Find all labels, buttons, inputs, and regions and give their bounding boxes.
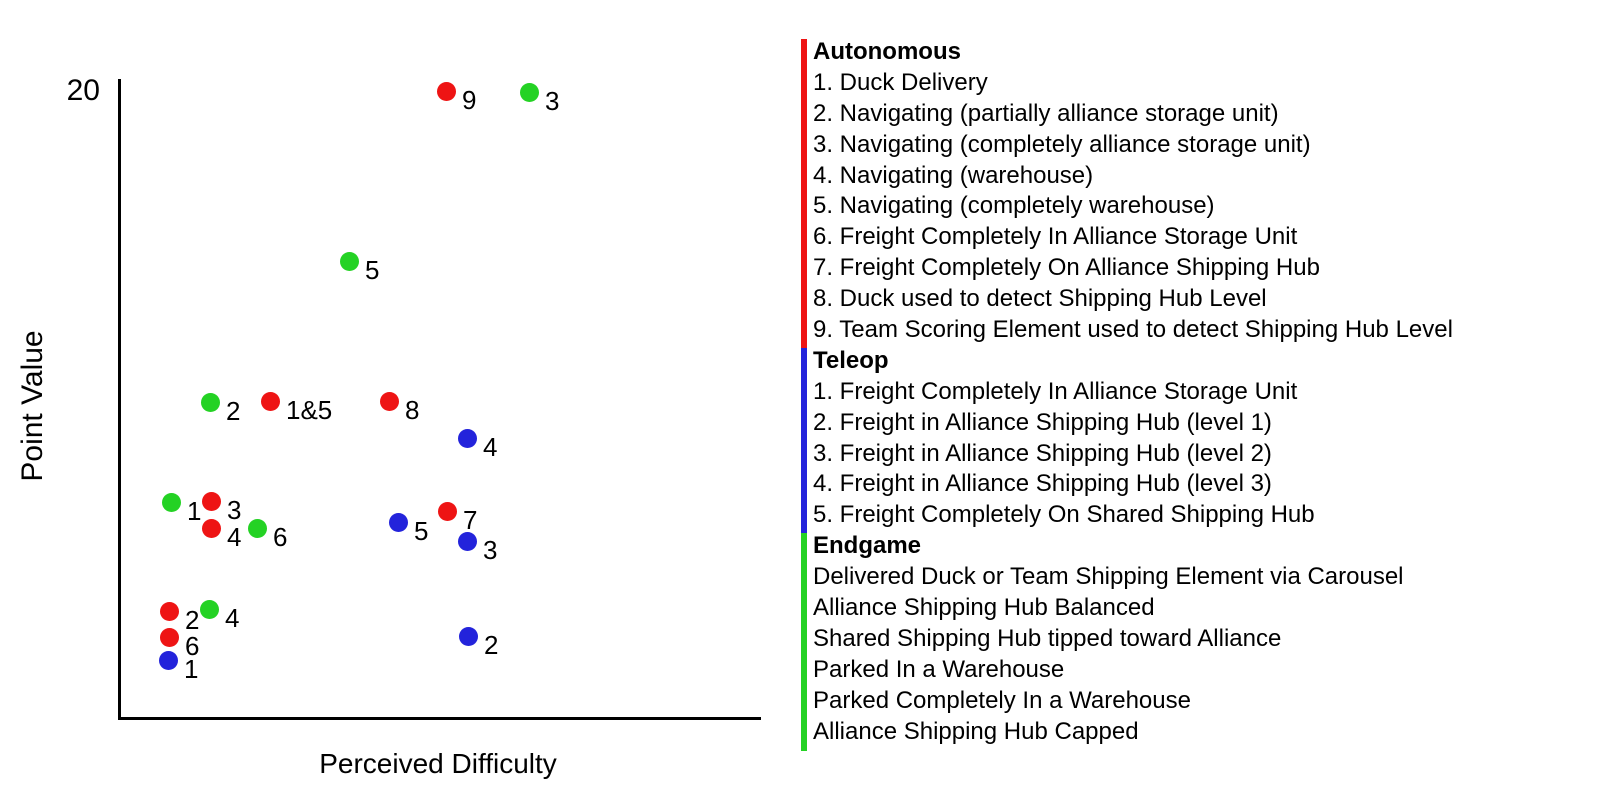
legend-endgame-item-5: Parked Completely In a Warehouse xyxy=(813,686,1191,714)
point-autonomous-3 xyxy=(201,491,221,511)
legend-autonomous-color-bar xyxy=(801,39,807,348)
legend-autonomous-item-1: 1. Duck Delivery xyxy=(813,68,988,96)
point-endgame-4 xyxy=(199,599,219,619)
point-teleop-2 xyxy=(458,626,478,646)
x-axis-line xyxy=(118,717,761,720)
legend-endgame-item-6: Alliance Shipping Hub Capped xyxy=(813,717,1139,745)
legend: Autonomous 1. Duck Delivery 2. Navigating … xyxy=(813,37,1453,747)
point-autonomous-8 xyxy=(379,391,399,411)
point-endgame-5 xyxy=(339,251,359,271)
legend-autonomous-item-8: 8. Duck used to detect Shipping Hub Leve… xyxy=(813,285,1267,313)
point-label-endgame-5: 5 xyxy=(365,255,380,285)
point-endgame-1 xyxy=(161,492,181,512)
legend-endgame-item-1: Delivered Duck or Team Shipping Element … xyxy=(813,563,1404,591)
point-label-autonomous-7: 7 xyxy=(463,505,478,535)
point-label-teleop-1: 1 xyxy=(184,654,199,684)
legend-teleop-item-2: 2. Freight in Alliance Shipping Hub (lev… xyxy=(813,408,1272,436)
legend-teleop-color-bar xyxy=(801,348,807,533)
legend-endgame-item-3: Shared Shipping Hub tipped toward Allian… xyxy=(813,624,1282,652)
point-endgame-3 xyxy=(519,82,539,102)
legend-teleop-item-1: 1. Freight Completely In Alliance Storag… xyxy=(813,377,1298,405)
point-teleop-5 xyxy=(388,512,408,532)
point-autonomous-1-5 xyxy=(260,391,280,411)
legend-autonomous-item-5: 5. Navigating (completely warehouse) xyxy=(813,192,1215,220)
y-axis-line xyxy=(118,79,121,720)
legend-teleop-item-3: 3. Freight in Alliance Shipping Hub (lev… xyxy=(813,439,1272,467)
legend-endgame-color-bar xyxy=(801,533,807,751)
x-axis-title: Perceived Difficulty xyxy=(319,748,557,779)
y-tick-label-20: 20 xyxy=(66,74,100,107)
y-axis-title: Point Value xyxy=(16,330,49,482)
point-label-autonomous-4: 4 xyxy=(227,522,242,552)
legend-autonomous-item-3: 3. Navigating (completely alliance stora… xyxy=(813,130,1311,158)
point-label-autonomous-8: 8 xyxy=(405,395,420,425)
point-label-autonomous-6: 6 xyxy=(185,631,200,661)
point-label-autonomous-3: 3 xyxy=(227,495,242,525)
legend-autonomous-item-9: 9. Team Scoring Element used to detect S… xyxy=(813,316,1453,344)
point-label-endgame-2: 2 xyxy=(226,396,241,426)
point-endgame-2 xyxy=(200,392,220,412)
point-autonomous-7 xyxy=(437,501,457,521)
point-label-teleop-3: 3 xyxy=(483,535,498,565)
point-label-autonomous-2: 2 xyxy=(185,605,200,635)
point-label-teleop-2: 2 xyxy=(484,630,499,660)
legend-autonomous-item-7: 7. Freight Completely On Alliance Shippi… xyxy=(813,254,1320,282)
point-label-endgame-1: 1 xyxy=(187,496,202,526)
point-autonomous-4 xyxy=(201,518,221,538)
legend-endgame-item-4: Parked In a Warehouse xyxy=(813,655,1065,683)
legend-teleop-item-4: 4. Freight in Alliance Shipping Hub (lev… xyxy=(813,470,1272,498)
point-label-endgame-4: 4 xyxy=(225,603,240,633)
point-endgame-6 xyxy=(247,518,267,538)
legend-title-endgame: Endgame xyxy=(813,532,922,560)
legend-autonomous-item-2: 2. Navigating (partially alliance storag… xyxy=(813,99,1279,127)
legend-title-teleop: Teleop xyxy=(813,346,889,374)
legend-autonomous-item-4: 4. Navigating (warehouse) xyxy=(813,161,1094,189)
point-label-teleop-5: 5 xyxy=(414,516,429,546)
point-autonomous-6 xyxy=(159,627,179,647)
point-label-teleop-4: 4 xyxy=(483,432,498,462)
point-teleop-3 xyxy=(457,531,477,551)
point-label-endgame-6: 6 xyxy=(273,522,288,552)
legend-teleop-item-5: 5. Freight Completely On Shared Shipping… xyxy=(813,501,1315,529)
legend-endgame-item-2: Alliance Shipping Hub Balanced xyxy=(813,594,1155,622)
point-label-endgame-3: 3 xyxy=(545,86,560,116)
point-label-autonomous-1-5: 1&5 xyxy=(286,395,333,425)
point-teleop-1 xyxy=(158,650,178,670)
point-autonomous-2 xyxy=(159,601,179,621)
legend-autonomous-item-6: 6. Freight Completely In Alliance Storag… xyxy=(813,223,1298,251)
point-teleop-4 xyxy=(457,428,477,448)
point-label-autonomous-9: 9 xyxy=(462,85,477,115)
legend-title-autonomous: Autonomous xyxy=(813,38,961,65)
point-autonomous-9 xyxy=(436,81,456,101)
